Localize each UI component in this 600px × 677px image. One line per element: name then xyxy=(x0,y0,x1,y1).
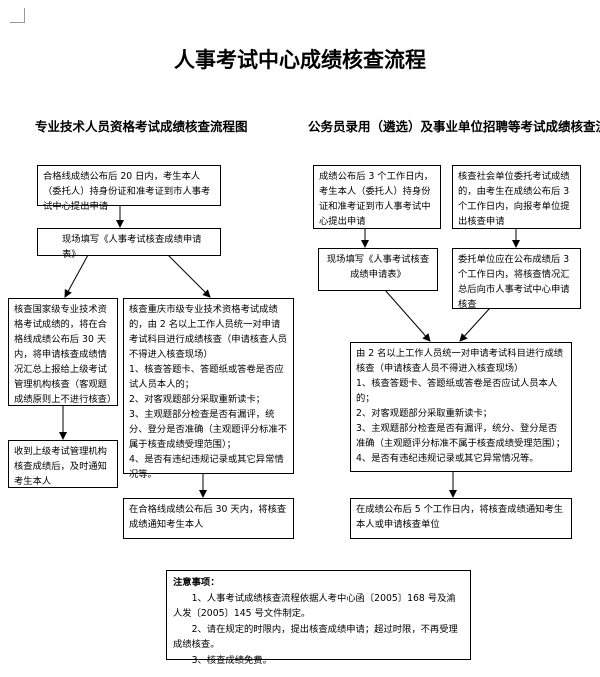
left-step-national-check: 核查国家级专业技术资格考试成绩的，将在合格线成绩公布后 30 天内，将申请核查成… xyxy=(8,298,118,406)
left-step-notify-municipal: 在合格线成绩公布后 30 天内，将核查成绩通知考生本人 xyxy=(123,498,294,539)
check-description: 由 2 名以上工作人员统一对申请考试科目进行成绩核查（申请核查人员不得进入核查现… xyxy=(356,348,564,374)
note-item: 3、核查成绩免费。 xyxy=(191,654,272,666)
right-step-check: 由 2 名以上工作人员统一对申请考试科目进行成绩核查（申请核查人员不得进入核查现… xyxy=(350,342,572,472)
left-step-municipal-check: 核查重庆市级专业技术资格考试成绩的，由 2 名以上工作人员统一对申请考试科目进行… xyxy=(123,298,294,480)
right-step-unit-apply: 核查社会单位委托考试成绩的，由考生在成绩公布后 3 个工作日内，向报考单位提出核… xyxy=(452,165,581,229)
arrow xyxy=(167,254,211,298)
left-step-apply: 合格线成绩公布后 20 日内，考生本人（委托人）持身份证和准考证到市人事考试中心… xyxy=(37,165,221,212)
arrow xyxy=(64,254,89,298)
page-title: 人事考试中心成绩核查流程 xyxy=(174,47,426,72)
check-item: 4、是否有违纪违规记录或其它异常情况等。 xyxy=(129,454,284,480)
right-flowchart-title: 公务员录用（遴选）及事业单位招聘等考试成绩核查流程图 xyxy=(308,119,600,134)
check-item: 3、主观题部分检查是否有漏评，统分、登分是否准确（主观题评分标准不属于核查成绩受… xyxy=(129,409,288,450)
note-item: 2、请在规定的时限内，提出核查成绩申请；超过时限，不再受理成绩核查。 xyxy=(173,623,458,651)
check-item: 1、核查答题卡、答题纸或答卷是否应试人员本人的； xyxy=(356,378,558,404)
page-corner-mark xyxy=(10,8,25,23)
arrow xyxy=(459,307,491,342)
notes-box: 注意事项： 1、人事考试成绩核查流程依据人考中心函〔2005〕168 号及渝人发… xyxy=(166,570,471,666)
check-item: 3、主观题部分检查是否有漏评，统分、登分是否准确（主观题评分标准不属于核查成绩受… xyxy=(356,423,566,449)
check-item: 1、核查答题卡、答题纸或答卷是否应试人员本人的； xyxy=(129,364,284,390)
right-step-unit-submit: 委托单位应在公布成绩后 3 个工作日内，将核查情况汇总后向市人事考试中心申请核查 xyxy=(452,248,581,310)
check-item: 2、对客观题部分采取重新读卡； xyxy=(129,394,266,405)
check-item: 4、是否有违纪违规记录或其它异常情况等。 xyxy=(356,453,539,464)
note-item: 1、人事考试成绩核查流程依据人考中心函〔2005〕168 号及渝人发〔2005〕… xyxy=(173,592,456,620)
right-step-fill-form: 现场填写《人事考试核查成绩申请表》 xyxy=(318,248,438,291)
left-step-notify-national: 收到上级考试管理机构核查成绩后，及时通知考生本人 xyxy=(8,440,118,488)
right-step-notify: 在成绩公布后 5 个工作日内，将核查成绩通知考生本人或申请核查单位 xyxy=(350,498,572,539)
check-item: 2、对客观题部分采取重新读卡； xyxy=(356,408,493,419)
right-step-apply: 成绩公布后 3 个工作日内，考生本人（委托人）持身份证和准考证到市人事考试中心提… xyxy=(313,165,441,229)
check-description: 核查重庆市级专业技术资格考试成绩的，由 2 名以上工作人员统一对申请考试科目进行… xyxy=(129,304,288,360)
arrow xyxy=(384,289,431,342)
left-flowchart-title: 专业技术人员资格考试成绩核查流程图 xyxy=(35,119,248,134)
notes-heading: 注意事项： xyxy=(173,577,220,588)
left-step-fill-form: 现场填写《人事考试核查成绩申请表》 xyxy=(37,228,221,260)
